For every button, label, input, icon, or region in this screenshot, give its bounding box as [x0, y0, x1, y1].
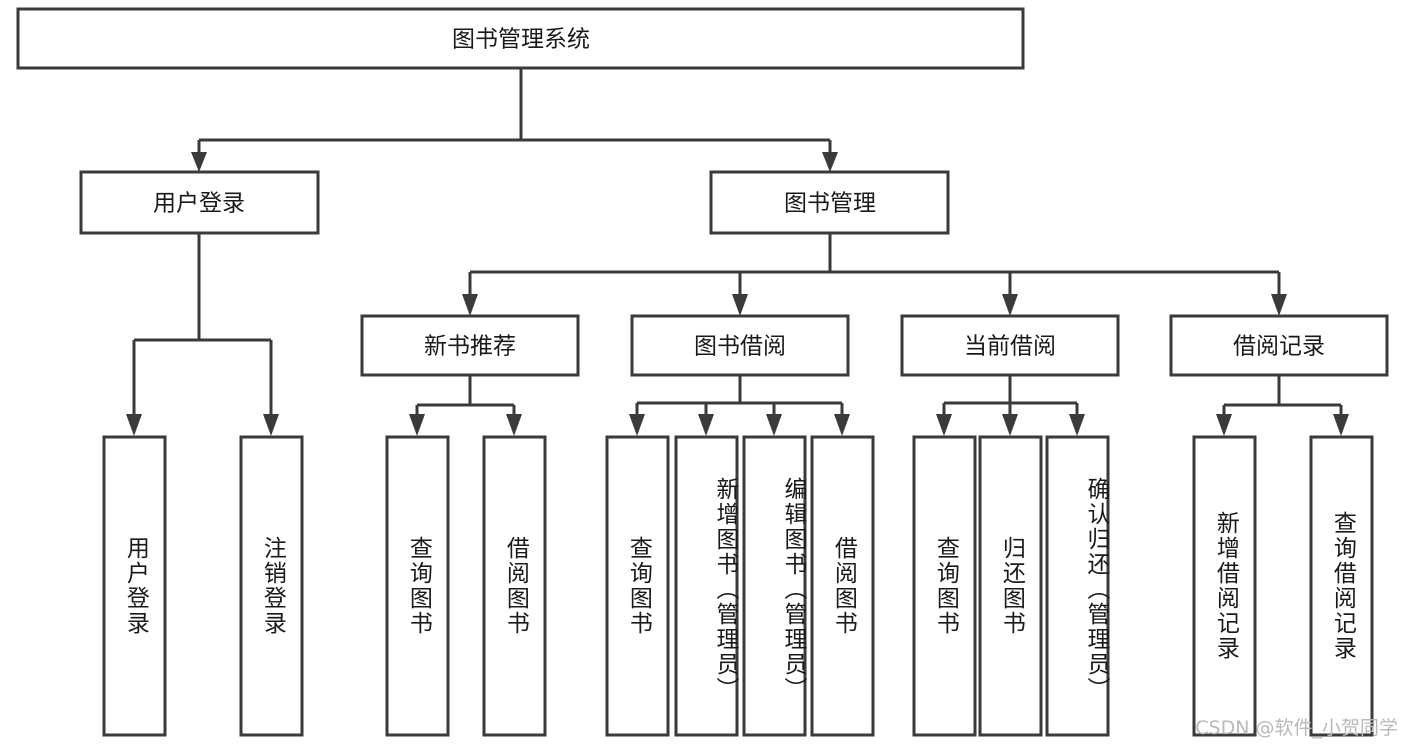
node-leaf-edit-book-box[interactable] [742, 435, 807, 737]
node-leaf-query-book-1-box[interactable] [385, 435, 450, 737]
node-current-borrow-box[interactable] [900, 314, 1120, 377]
node-book-borrow-label: 图书借阅 [694, 334, 786, 360]
node-leaf-borrow-book-1-box[interactable] [482, 435, 547, 737]
arrow-leaf-query-record [1333, 414, 1349, 436]
arrow-leaf-query-book-2 [629, 414, 645, 436]
arrow-leaf-logout-login [263, 414, 279, 436]
arrow-leaf-add-record [1216, 414, 1232, 436]
node-leaf-borrow-book-2-box[interactable] [810, 435, 875, 737]
arrow-to-book-management [822, 152, 838, 172]
node-new-book-recommend-box[interactable] [360, 314, 580, 377]
arrow-leaf-user-login [126, 414, 142, 436]
connector-group-current-borrow [936, 375, 1085, 436]
node-leaf-user-login-box[interactable] [102, 435, 167, 737]
arrow-leaf-query-book-1 [409, 414, 425, 436]
arrow-to-user-login [191, 152, 207, 172]
node-leaf-return-book-box[interactable] [978, 435, 1043, 737]
node-leaf-confirm-return-box[interactable] [1045, 435, 1110, 737]
node-user-login-label: 用户登录 [153, 191, 245, 217]
arrow-to-book-borrow [732, 294, 748, 316]
node-current-borrow-label: 当前借阅 [964, 334, 1056, 360]
node-leaf-query-book-2-box[interactable] [605, 435, 670, 737]
connector-group-borrow-record [1216, 375, 1349, 436]
arrow-leaf-return-book [1002, 414, 1018, 436]
csdn-watermark: CSDN @软件_小贺同学 [1195, 717, 1398, 739]
node-root-label: 图书管理系统 [452, 27, 590, 53]
connector-group-book-management [462, 233, 1287, 316]
connector-group-root [191, 68, 838, 172]
arrow-to-borrow-record [1271, 294, 1287, 316]
arrow-leaf-borrow-book-2 [834, 414, 850, 436]
node-leaf-query-book-3-box[interactable] [912, 435, 977, 737]
arrow-leaf-confirm-return [1069, 414, 1085, 436]
arrow-leaf-add-book [698, 414, 714, 436]
node-leaf-add-book-box[interactable] [674, 435, 739, 737]
node-leaf-logout-login-box[interactable] [239, 435, 304, 737]
node-root-box[interactable] [16, 7, 1025, 70]
node-book-management-label: 图书管理 [784, 191, 876, 217]
node-new-book-recommend-label: 新书推荐 [424, 334, 516, 360]
arrow-leaf-query-book-3 [936, 414, 952, 436]
arrow-to-new-book-recommend [462, 294, 478, 316]
connector-group-book-borrow [629, 375, 850, 436]
node-book-borrow-box[interactable] [630, 314, 850, 377]
node-leaf-query-record-box[interactable] [1309, 435, 1374, 737]
node-book-management-box[interactable] [709, 170, 950, 235]
node-borrow-record-box[interactable] [1169, 314, 1389, 377]
arrow-leaf-borrow-book-1 [506, 414, 522, 436]
arrow-to-current-borrow [1002, 294, 1018, 316]
node-borrow-record-label: 借阅记录 [1233, 334, 1325, 360]
node-user-login-box[interactable] [79, 170, 320, 235]
connector-group-user-login [126, 233, 279, 436]
arrow-leaf-edit-book [766, 414, 782, 436]
node-leaf-add-record-box[interactable] [1192, 435, 1257, 737]
connector-group-new-book-recommend [409, 375, 522, 436]
